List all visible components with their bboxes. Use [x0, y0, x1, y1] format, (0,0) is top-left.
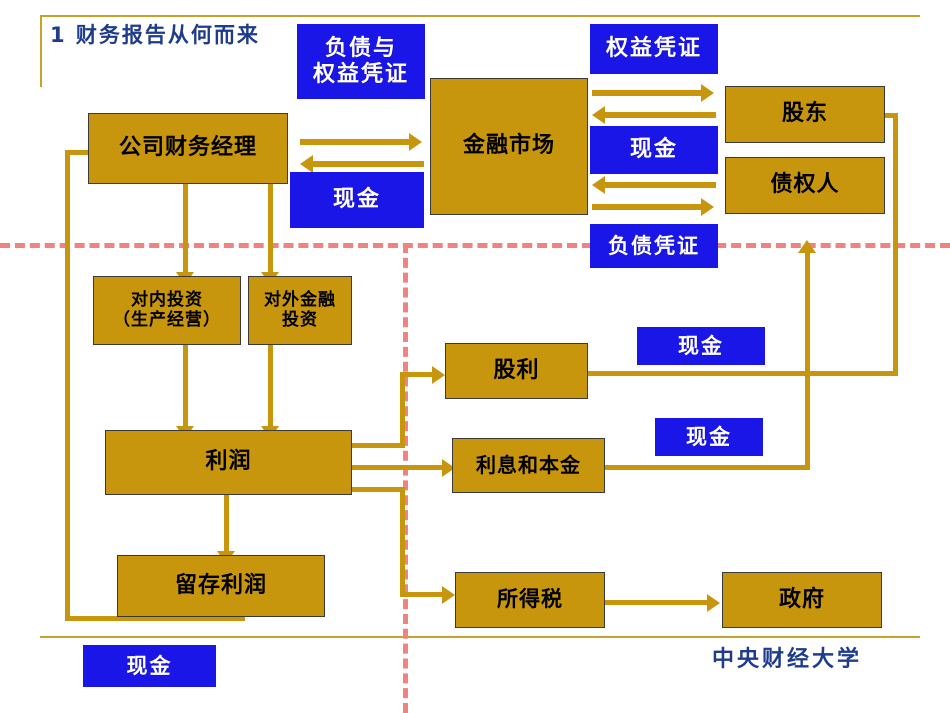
arrow-to-creditors — [798, 240, 816, 253]
connector-manager-to-internal — [183, 184, 188, 276]
box-government[interactable]: 政府 — [722, 572, 882, 628]
connector-external-to-profit — [268, 345, 273, 430]
top-left-vertical-rule — [40, 15, 42, 87]
arrowhead-shareholders-to-market — [592, 106, 605, 124]
connector-retained-loop-bottom — [65, 616, 245, 621]
connector-dividends-right — [588, 371, 898, 376]
arrow-to-income-tax — [442, 586, 455, 604]
arrowhead-creditors-to-market — [592, 176, 605, 194]
label-debt-securities: 负债凭证 — [590, 224, 718, 268]
arrowhead-market-to-shareholders — [701, 84, 714, 102]
connector-manager-to-external — [268, 184, 273, 276]
box-financial-market[interactable]: 金融市场 — [430, 78, 588, 215]
box-internal-investment[interactable]: 对内投资 （生产经营） — [93, 276, 241, 345]
bottom-rule — [40, 636, 920, 638]
footer-organization: 中央财经大学 — [712, 647, 863, 672]
label-cash-manager-market: 现金 — [290, 172, 424, 228]
box-income-tax[interactable]: 所得税 — [455, 572, 605, 628]
box-interest-principal[interactable]: 利息和本金 — [452, 438, 605, 493]
box-finance-manager[interactable]: 公司财务经理 — [88, 113, 288, 184]
connector-profit-to-tax-stub — [350, 487, 405, 492]
arrowhead-market-to-creditors — [701, 198, 714, 216]
label-cash-market-shareholders: 现金 — [590, 126, 718, 174]
horizontal-divider — [0, 243, 950, 248]
connector-retained-loop-left — [65, 150, 70, 621]
label-cash-interest: 现金 — [655, 418, 763, 456]
label-debt-equity-securities: 负债与 权益凭证 — [297, 24, 425, 99]
connector-trunk-dividends — [400, 372, 405, 446]
arrow-to-interest — [442, 459, 455, 477]
connector-tax-to-government — [605, 600, 710, 605]
label-equity-securities: 权益凭证 — [590, 24, 718, 74]
vertical-divider — [403, 243, 408, 713]
connector-internal-to-profit — [183, 345, 188, 430]
bar-manager-to-market — [300, 139, 412, 145]
connector-interest-right — [605, 465, 810, 470]
connector-dividends-up — [893, 113, 898, 374]
connector-trunk-to-tax — [400, 592, 445, 597]
connector-profit-to-retained — [224, 495, 229, 555]
arrow-tax-to-government — [707, 594, 720, 612]
box-dividends[interactable]: 股利 — [445, 343, 588, 399]
top-rule — [40, 15, 920, 17]
bar-market-to-shareholders — [592, 90, 704, 96]
connector-interest-up — [805, 252, 810, 468]
connector-profit-to-interest — [350, 465, 445, 470]
bar-market-to-manager — [312, 161, 424, 167]
connector-retained-loop-into-manager — [65, 150, 91, 155]
box-creditors[interactable]: 债权人 — [725, 157, 885, 214]
label-cash-legend: 现金 — [83, 645, 216, 687]
box-profit[interactable]: 利润 — [105, 430, 352, 495]
bar-shareholders-to-market — [604, 112, 716, 118]
connector-trunk-tax — [400, 487, 405, 597]
bar-market-to-creditors — [592, 204, 704, 210]
bar-creditors-to-market — [604, 182, 716, 188]
box-shareholders[interactable]: 股东 — [725, 86, 885, 143]
connector-profit-to-dividends-stub — [350, 443, 405, 448]
connector-trunk-to-dividends — [400, 372, 435, 377]
arrow-to-dividends — [432, 366, 445, 384]
box-retained-earnings[interactable]: 留存利润 — [117, 555, 325, 617]
label-cash-dividends: 现金 — [637, 327, 765, 365]
box-external-investment[interactable]: 对外金融 投资 — [248, 276, 352, 345]
page-title: 1 财务报告从何而来 — [50, 23, 260, 47]
arrowhead-manager-to-market — [409, 133, 422, 151]
arrowhead-market-to-manager — [300, 155, 313, 173]
